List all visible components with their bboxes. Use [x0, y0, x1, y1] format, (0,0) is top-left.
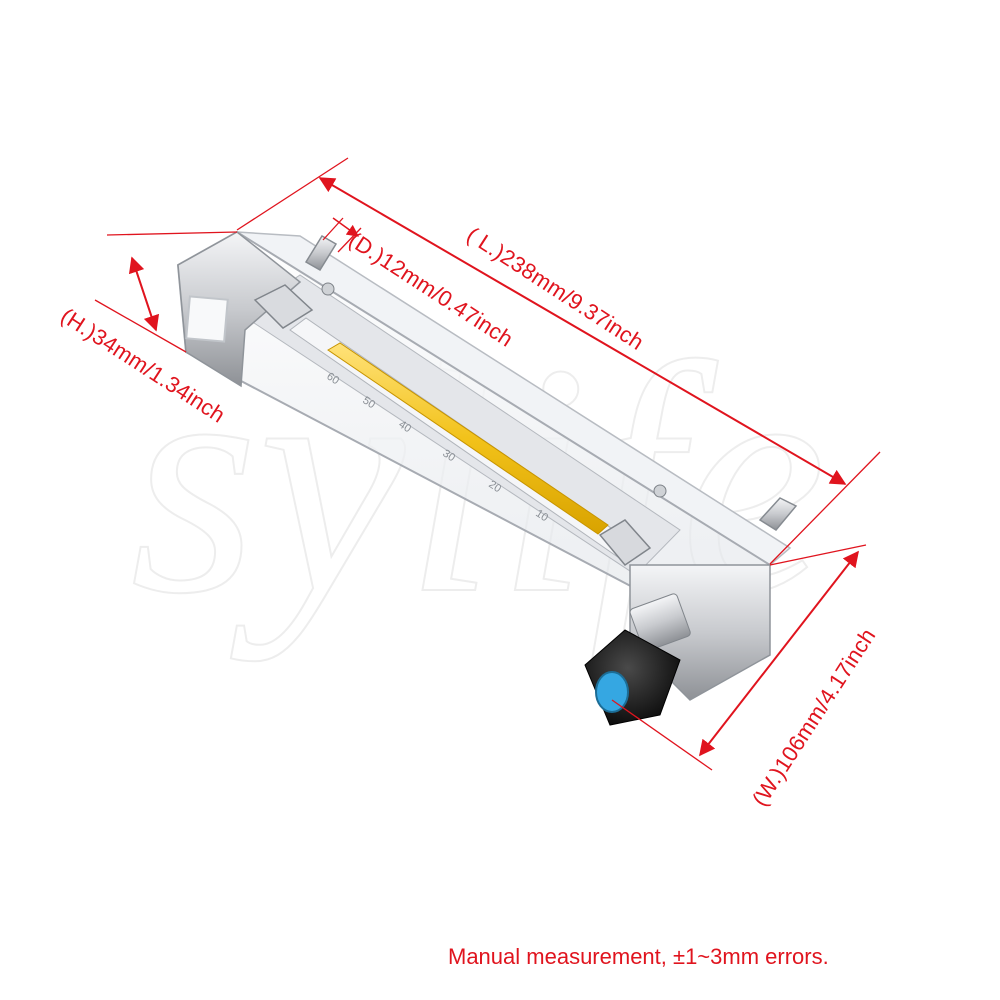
dimension-lines	[94, 157, 881, 771]
knob-cap	[595, 671, 629, 713]
width-dimension-line	[699, 550, 859, 757]
height-dimension-line	[128, 256, 160, 332]
right-barb-fitting	[758, 497, 798, 531]
valve-stem	[629, 593, 691, 652]
diameter-extension-left	[322, 217, 344, 241]
measurement-note: Manual measurement, ±1~3mm errors.	[448, 944, 829, 969]
height-extension-top	[106, 231, 238, 236]
width-extension-bottom	[611, 699, 713, 771]
scale-mark-10: 10	[533, 507, 550, 524]
length-extension-left	[236, 157, 349, 231]
screw-left	[321, 282, 335, 296]
left-window	[185, 295, 229, 343]
right-fitting	[598, 519, 652, 567]
length-dimension-line	[318, 177, 847, 485]
length-extension-right	[769, 451, 881, 565]
left-fitting	[253, 284, 314, 329]
diameter-dimension-line	[332, 217, 359, 237]
screw-right	[653, 484, 667, 498]
